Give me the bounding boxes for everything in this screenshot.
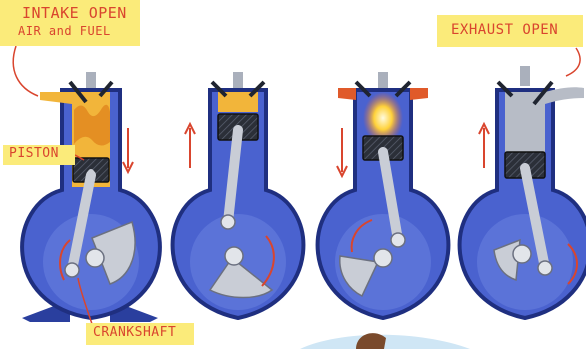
crank-pin (538, 261, 552, 275)
crankshaft-center (513, 245, 531, 263)
intake-leader-line (13, 46, 38, 96)
exhaust-title: EXHAUST OPEN (451, 22, 558, 38)
spark-plug (86, 72, 96, 88)
crankshaft-center (225, 247, 243, 265)
engine-power (318, 72, 449, 318)
exhaust-leader-line (566, 48, 580, 76)
intake-port (40, 92, 72, 104)
crankshaft-center (374, 249, 392, 267)
engine-intake (22, 72, 160, 322)
intake-title: INTAKE OPEN (22, 5, 127, 22)
spark-plug (378, 72, 388, 88)
exhaust-port-glow (410, 88, 428, 100)
crank-pin (221, 215, 235, 229)
piston-text: PISTON (9, 147, 59, 162)
intake-port-glow (338, 88, 356, 100)
intake-subtitle: AIR and FUEL (18, 25, 111, 39)
intake-open-label: INTAKE OPEN AIR and FUEL (0, 0, 140, 46)
engine-exhaust (460, 66, 586, 318)
crankshaft-label: CRANKSHAFT (86, 323, 194, 345)
crank-pin (391, 233, 405, 247)
engine-compression (173, 72, 304, 318)
crank-pin (65, 263, 79, 277)
piston-label: PISTON (3, 145, 75, 165)
partial-figure-head (356, 333, 386, 349)
spark-plug (520, 66, 530, 86)
crankshaft-center (86, 249, 104, 267)
exhaust-open-label: EXHAUST OPEN (437, 15, 583, 47)
crankshaft-text: CRANKSHAFT (93, 326, 176, 341)
spark-plug (233, 72, 243, 88)
